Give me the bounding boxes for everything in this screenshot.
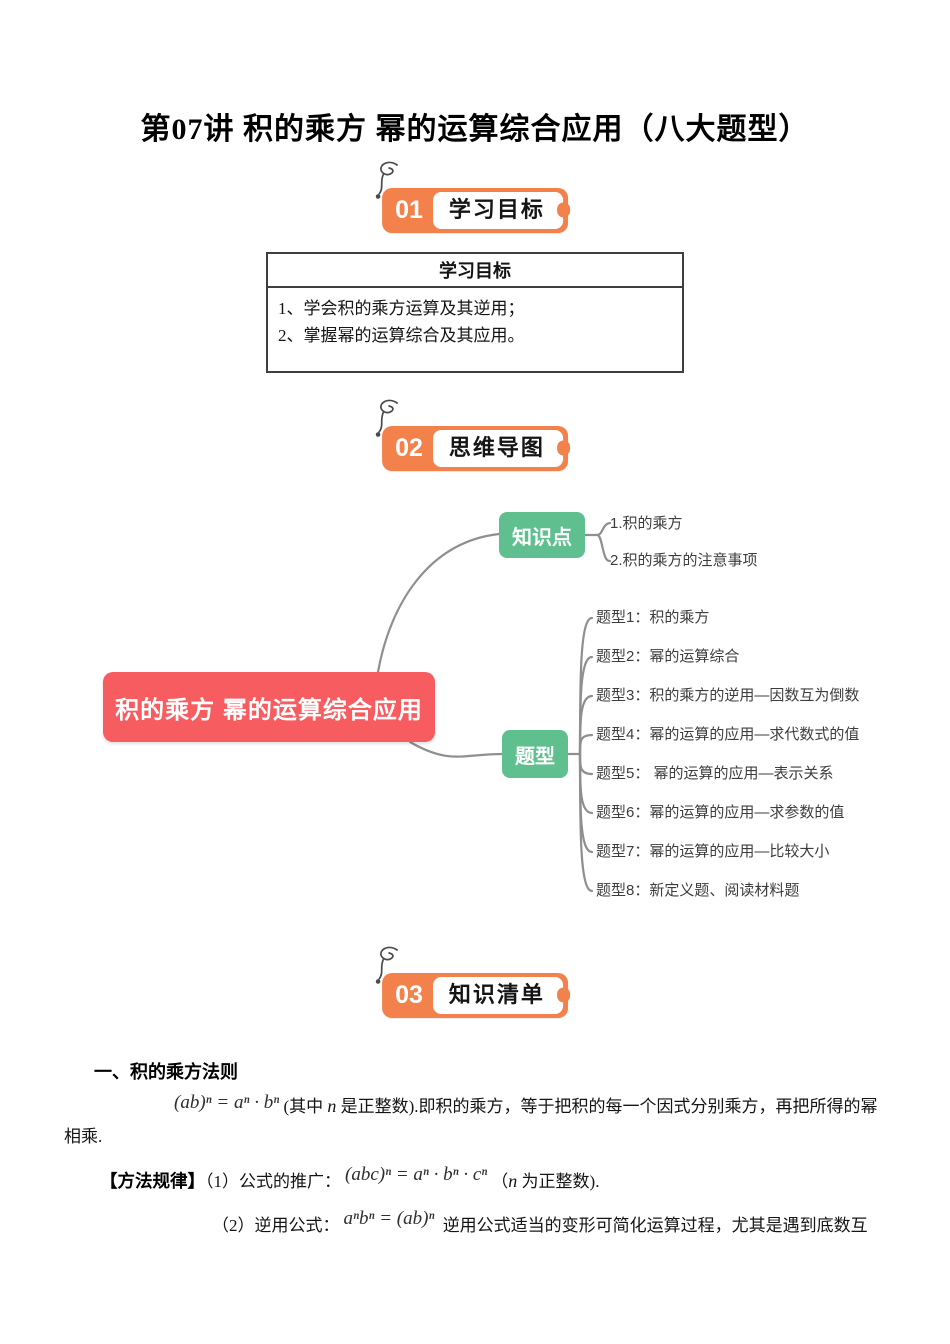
mindmap-type-item: 题型3：积的乘方的逆用—因数互为倒数 [596, 687, 860, 704]
badge-body: 02 思维导图 [382, 426, 568, 471]
mindmap-diagram: 积的乘方 幂的运算综合应用 知识点 题型 1.积的乘方 2.积的乘方的注意事项 … [0, 490, 950, 920]
method-text: （1）公式的推广： [205, 1172, 341, 1192]
section-badge: 03 知识清单 [375, 946, 568, 1018]
badge-label: 知识清单 [432, 977, 563, 1014]
inverse-text: （2）逆用公式： [212, 1216, 340, 1236]
inverse-formula-paragraph: （2）逆用公式：aⁿbⁿ = (ab)ⁿ 逆用公式适当的变形可简化运算过程，尤其… [212, 1208, 888, 1242]
section-badge-02: 02 思维导图 [375, 399, 568, 471]
knowledge-list-section: 一、积的乘方法则 (ab)ⁿ = aⁿ · bⁿ (其中 n 是正整数).即积的… [64, 1058, 888, 1243]
rule-heading: 一、积的乘方法则 [94, 1062, 238, 1082]
extended-formula: (abc)ⁿ = aⁿ · bⁿ · cⁿ [345, 1164, 488, 1186]
section-badge-03: 03 知识清单 [375, 946, 568, 1018]
badge-label: 学习目标 [432, 192, 563, 229]
mindmap-type-item: 题型7：幂的运算的应用—比较大小 [596, 843, 830, 860]
badge-number: 03 [395, 980, 423, 1009]
rule-text: (其中 [279, 1097, 328, 1116]
objective-item: 1、学会积的乘方运算及其逆用； [278, 299, 525, 318]
mindmap-knowledge-item: 1.积的乘方 [610, 515, 683, 532]
page-title: 第07讲 积的乘方 幂的运算综合应用（八大题型） [140, 113, 810, 146]
mindmap-knowledge-node: 知识点 [499, 512, 585, 558]
section-badge: 01 学习目标 [375, 161, 568, 233]
mindmap-type-item: 题型6：幂的运算的应用—求参数的值 [596, 804, 845, 821]
objectives-list: 1、学会积的乘方运算及其逆用； 2、掌握幂的运算综合及其应用。 [268, 288, 682, 349]
variable-n: n [327, 1096, 337, 1116]
pin-squiggle-icon [375, 161, 398, 199]
badge-number: 02 [395, 433, 423, 462]
mindmap-connector-lines [376, 521, 612, 893]
objectives-table: 学习目标 1、学会积的乘方运算及其逆用； 2、掌握幂的运算综合及其应用。 [266, 252, 684, 373]
mindmap-type-item: 题型5： 幂的运算的应用—表示关系 [596, 765, 834, 782]
rule-paragraph: (ab)ⁿ = aⁿ · bⁿ (其中 n 是正整数).即积的乘方，等于把积的每… [64, 1091, 888, 1152]
inverse-formula: aⁿbⁿ = (ab)ⁿ [343, 1208, 435, 1230]
badge-body: 03 知识清单 [382, 973, 568, 1018]
method-rule-label: 【方法规律】 [100, 1171, 205, 1192]
badge-body: 01 学习目标 [382, 188, 568, 233]
inverse-text: 逆用公式适当的变形可简化运算过程，尤其是遇到底数互 [438, 1216, 868, 1236]
method-rule-paragraph: 【方法规律】（1）公式的推广：(abc)ⁿ = aⁿ · bⁿ · cⁿ（n 为… [100, 1164, 888, 1198]
mindmap-type-item: 题型4：幂的运算的应用—求代数式的值 [596, 726, 860, 743]
badge-label: 思维导图 [432, 430, 563, 467]
objectives-header: 学习目标 [268, 254, 682, 288]
rule-text: 是正整数).即积的乘方，等于把积的每一个因式分别乘方，再把所得的幂相乘. [64, 1097, 878, 1147]
mindmap-type-item: 题型2：幂的运算综合 [596, 648, 740, 665]
mindmap-types-node: 题型 [502, 730, 568, 778]
mindmap-type-item: 题型1：积的乘方 [596, 609, 710, 626]
product-power-formula: (ab)ⁿ = aⁿ · bⁿ [174, 1092, 280, 1113]
pin-squiggle-icon [375, 946, 398, 984]
mindmap-knowledge-item: 2.积的乘方的注意事项 [610, 552, 758, 569]
method-text: 为正整数). [517, 1172, 600, 1192]
method-text: （ [491, 1172, 509, 1192]
badge-number: 01 [395, 195, 423, 224]
section-badge-01: 01 学习目标 [375, 161, 568, 233]
objective-item: 2、掌握幂的运算综合及其应用。 [278, 326, 525, 346]
mindmap-root-node: 积的乘方 幂的运算综合应用 [103, 672, 435, 742]
section-badge: 02 思维导图 [375, 399, 568, 471]
variable-n: n [508, 1171, 518, 1192]
mindmap-type-item: 题型8：新定义题、阅读材料题 [596, 882, 800, 899]
pin-squiggle-icon [375, 399, 398, 437]
